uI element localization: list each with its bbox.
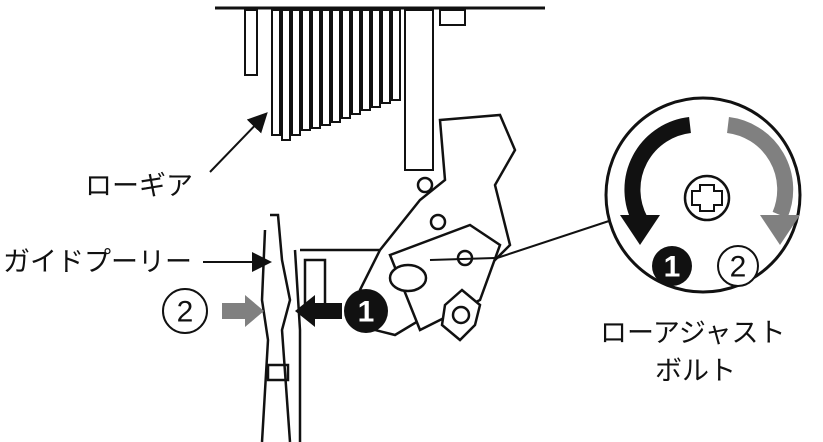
step2-marker	[162, 288, 208, 334]
counterclockwise-arrow	[624, 117, 692, 224]
arrow-head-icon	[760, 215, 800, 245]
phillips-screw-icon	[691, 184, 723, 212]
magnifier-leader-line	[429, 257, 496, 261]
low-adjust-bolt-label: ローアジャスト	[600, 318, 786, 349]
clockwise-arrow	[726, 117, 794, 219]
step1-label: 1	[664, 251, 681, 284]
step1-marker	[344, 289, 388, 333]
step2-label: 2	[177, 296, 194, 329]
rear-derailleur	[358, 113, 517, 342]
magnifier-leader-line	[496, 219, 613, 259]
step2-label: 2	[730, 251, 747, 284]
cassette-cogs	[244, 9, 466, 171]
step1-label: 1	[358, 296, 375, 329]
low-gear-leader	[209, 112, 268, 173]
magnified-view: 1 2	[604, 96, 802, 294]
low-gear-label: ローギア	[85, 171, 193, 202]
black-arrow-left	[295, 295, 342, 327]
step1-marker	[652, 246, 692, 286]
low-adjust-bolt-label-line2: ボルト	[655, 356, 736, 387]
guide-pulley-label: ガイドプーリー	[3, 247, 192, 278]
arrow-head-icon	[620, 215, 660, 245]
step2-marker	[717, 245, 759, 287]
gray-arrow-right	[222, 295, 264, 327]
